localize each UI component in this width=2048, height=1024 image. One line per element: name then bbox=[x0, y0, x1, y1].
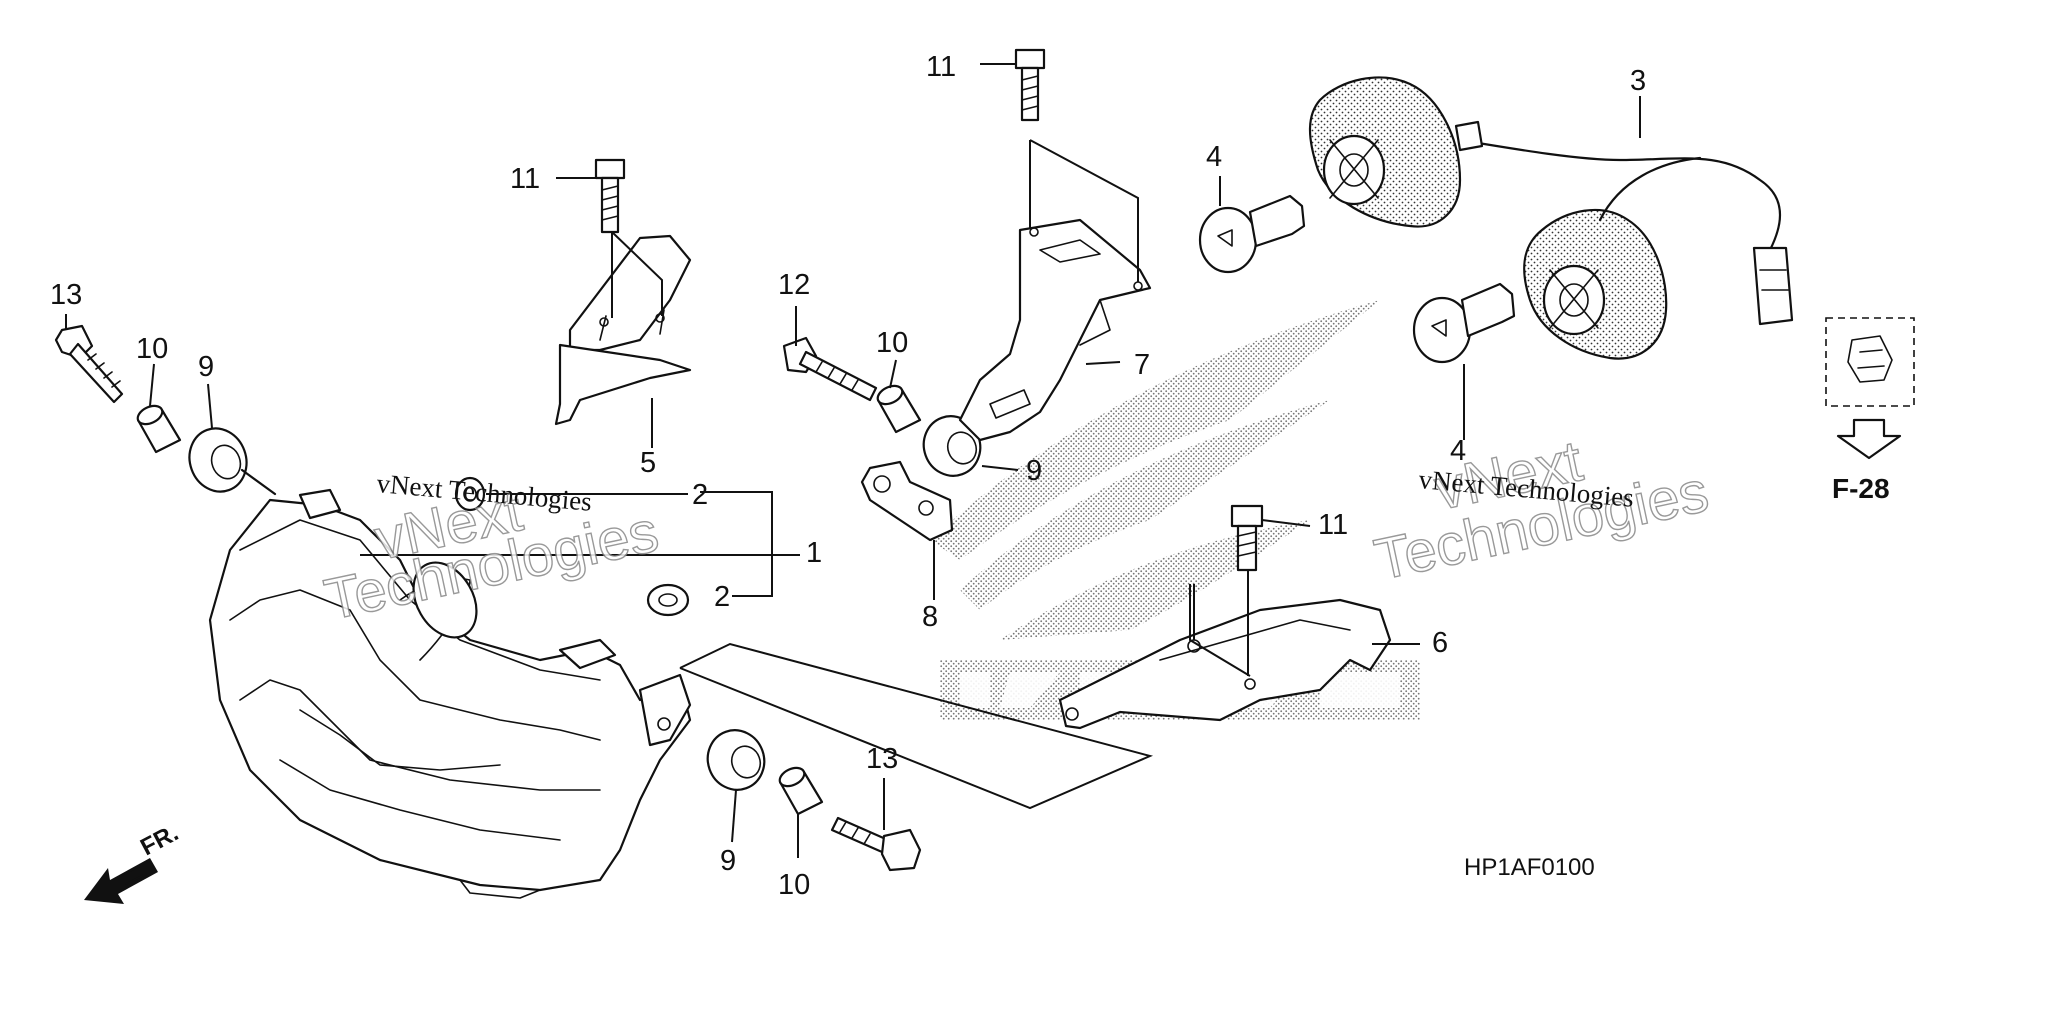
callout-2-upper: 2 bbox=[692, 479, 708, 511]
bracket-5 bbox=[554, 234, 692, 426]
grommet-9-center bbox=[922, 415, 982, 477]
collar-10-lower bbox=[778, 766, 824, 816]
reference-box bbox=[1825, 317, 1915, 460]
callout-12: 12 bbox=[778, 269, 810, 301]
front-direction-arrow: FR. bbox=[84, 819, 183, 904]
callout-10-center: 10 bbox=[876, 327, 908, 359]
clamp-8 bbox=[860, 460, 954, 542]
bolt-11-lower bbox=[1230, 504, 1264, 572]
headlight-unit bbox=[208, 488, 692, 899]
callout-8: 8 bbox=[922, 601, 938, 633]
reference-label: F-28 bbox=[1832, 473, 1890, 504]
callout-11-upper-left: 11 bbox=[510, 163, 540, 195]
bolt-12 bbox=[782, 336, 878, 402]
collar-10-left bbox=[136, 404, 182, 454]
callout-10-lower: 10 bbox=[778, 869, 810, 901]
callout-6: 6 bbox=[1432, 627, 1448, 659]
bolt-11-upper-left bbox=[594, 158, 626, 234]
callout-4-lower: 4 bbox=[1450, 435, 1466, 467]
callout-9-left: 9 bbox=[198, 351, 214, 383]
collar-10-center bbox=[876, 384, 922, 434]
bolt-11-top bbox=[1014, 48, 1046, 122]
callout-1: 1 bbox=[806, 537, 822, 569]
callout-9-lower: 9 bbox=[720, 845, 736, 877]
turn-signal-harness bbox=[1309, 76, 1794, 360]
direction-label: FR. bbox=[136, 819, 183, 861]
callout-13-lower: 13 bbox=[866, 743, 898, 775]
callout-13-left: 13 bbox=[50, 279, 82, 311]
bolt-13-lower bbox=[830, 816, 922, 872]
callout-numbers: 1 2 2 3 4 4 5 6 7 8 9 9 9 10 10 10 11 11… bbox=[50, 51, 1646, 901]
bolt-13-left bbox=[54, 324, 124, 404]
callout-9-center: 9 bbox=[1026, 455, 1042, 487]
leader-lines bbox=[65, 63, 1641, 858]
arrow-left-down-icon bbox=[84, 858, 158, 904]
callout-4-upper: 4 bbox=[1206, 141, 1222, 173]
callout-2-lower: 2 bbox=[714, 581, 730, 613]
grommet-9-lower bbox=[706, 729, 766, 791]
bracket-7 bbox=[958, 218, 1152, 442]
bulb-4-lower bbox=[1412, 282, 1516, 364]
watermarks: vNext Technologies vNext Technologies vN… bbox=[318, 428, 1714, 634]
callout-10-left: 10 bbox=[136, 333, 168, 365]
callout-5: 5 bbox=[640, 447, 656, 479]
grommet-9-left bbox=[188, 427, 277, 496]
bulb-4-upper bbox=[1198, 194, 1306, 274]
collar-2-upper bbox=[454, 476, 486, 512]
callout-11-top: 11 bbox=[926, 51, 956, 83]
diagram-code: HP1AF0100 bbox=[1464, 854, 1595, 881]
collar-2-lower bbox=[646, 583, 690, 617]
callout-11-lower: 11 bbox=[1318, 509, 1348, 541]
callout-7: 7 bbox=[1134, 349, 1150, 381]
callout-3: 3 bbox=[1630, 65, 1646, 97]
down-arrow-icon bbox=[1836, 418, 1902, 460]
